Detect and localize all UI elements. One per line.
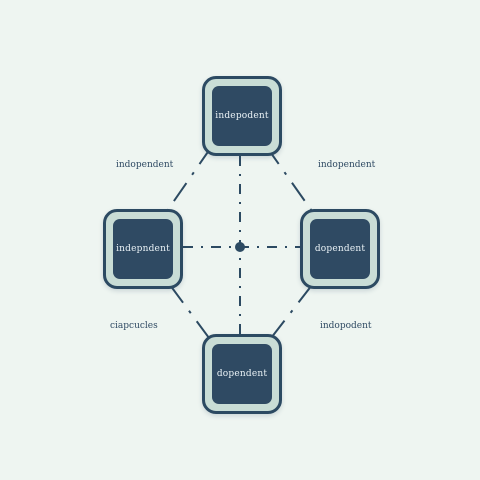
node-left-label: indepndent xyxy=(116,244,170,254)
edge-label-bottom-right: indopodent xyxy=(320,321,372,331)
node-right-body: dopendent xyxy=(310,219,370,279)
node-top-body: indepodent xyxy=(212,86,272,146)
node-left[interactable]: indepndent xyxy=(103,209,183,289)
center-hub xyxy=(235,242,245,252)
node-top-label: indepodent xyxy=(215,111,269,121)
node-right-label: dopendent xyxy=(314,244,366,254)
edge-top-left xyxy=(164,145,213,215)
edge-label-top-left: indopendent xyxy=(116,160,174,170)
edge-top-right xyxy=(265,145,315,215)
edge-label-bottom-left: ciapcucles xyxy=(110,321,158,331)
node-right[interactable]: dopendent xyxy=(300,209,380,289)
node-bottom[interactable]: dopendent xyxy=(202,334,282,414)
edge-bottom-left xyxy=(169,284,213,343)
edge-bottom-right xyxy=(267,284,313,343)
edge-label-top-right: indopendent xyxy=(318,160,376,170)
node-bottom-label: dopendent xyxy=(216,369,268,379)
node-bottom-body: dopendent xyxy=(212,344,272,404)
node-top[interactable]: indepodent xyxy=(202,76,282,156)
node-left-body: indepndent xyxy=(113,219,173,279)
